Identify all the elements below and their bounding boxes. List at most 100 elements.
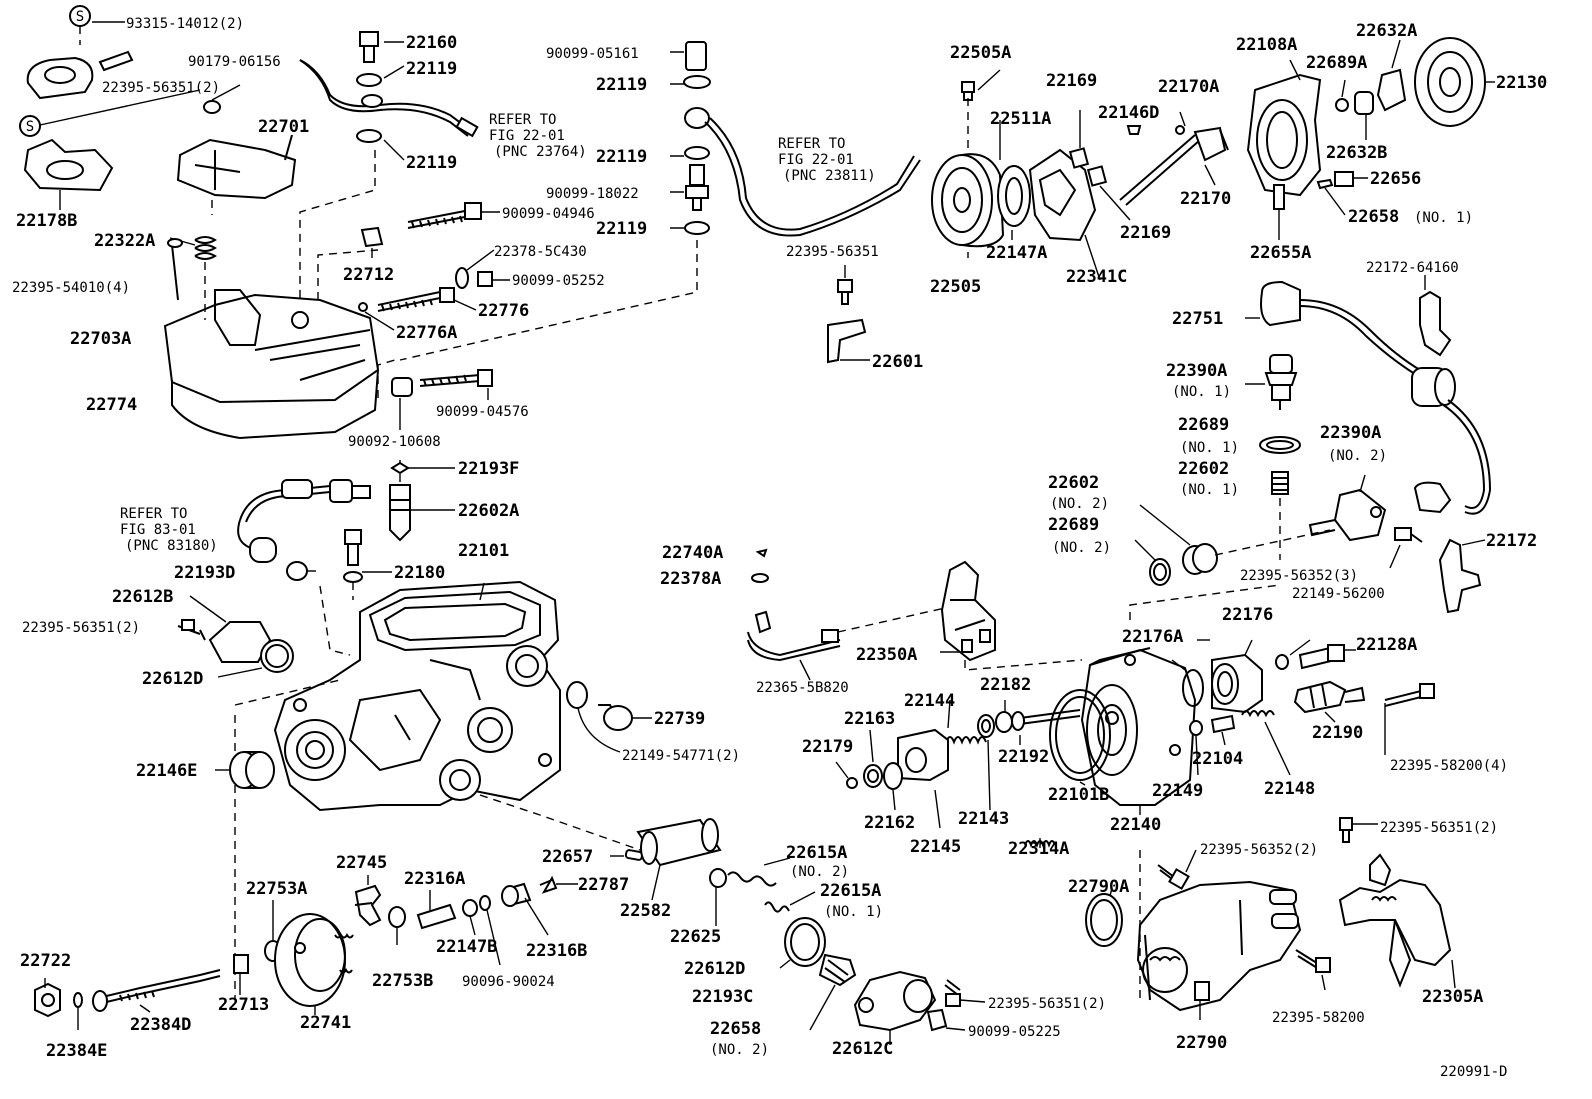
part-label: 22179 <box>802 737 853 757</box>
part-label: 22101 <box>458 541 509 561</box>
part-label: 22193D <box>174 563 235 583</box>
sensor-22390a-no1 <box>1245 354 1298 410</box>
part-label: 22615A <box>786 843 847 863</box>
part-label: 22169 <box>1046 71 1097 91</box>
valve-22739 <box>566 681 652 753</box>
drive-group <box>931 69 1229 281</box>
part-label: 22395-58200 <box>1272 1010 1365 1026</box>
part-label: 22170A <box>1158 77 1219 97</box>
part-label: 22701 <box>258 117 309 137</box>
part-label: 22658 <box>1348 207 1399 227</box>
part-label: 22384E <box>46 1041 107 1061</box>
part-label: 22130 <box>1496 73 1547 93</box>
part-label: 22316A <box>404 869 465 889</box>
part-label: 22192 <box>998 747 1049 767</box>
part-label: 22703A <box>70 329 131 349</box>
part-label: 22365-5B820 <box>756 680 849 696</box>
internals <box>835 699 1056 848</box>
part-label: 90099-04576 <box>436 404 529 420</box>
part-label: 22505 <box>930 277 981 297</box>
part-label: (NO. 1) <box>1172 384 1231 400</box>
ref-fig-22-01-b: REFER TO FIG 22-01 (PNC 23811) <box>778 136 876 184</box>
plunger-22192 <box>1011 709 1081 745</box>
part-label: 22776A <box>396 323 457 343</box>
ref-line: REFER TO <box>489 112 556 128</box>
part-label: 22176 <box>1222 605 1273 625</box>
symbol-s-1: S <box>76 9 84 25</box>
part-label: 22776 <box>478 301 529 321</box>
part-label: 90099-04946 <box>502 206 595 222</box>
part-label: 22119 <box>596 219 647 239</box>
part-label: 22753B <box>372 971 433 991</box>
bottom-left-group <box>34 875 578 1030</box>
pump-housing-22101 <box>234 580 641 1000</box>
bracket-22172 <box>1438 538 1486 614</box>
part-label: (NO. 1) <box>1180 482 1239 498</box>
part-label: 22774 <box>86 395 137 415</box>
part-label: 22625 <box>670 927 721 947</box>
part-label: 22378-5C430 <box>494 244 587 260</box>
part-label: 22182 <box>980 675 1031 695</box>
part-label: 22658 <box>710 1019 761 1039</box>
valve-22390a-no2 <box>1259 436 1452 569</box>
part-label: 22395-56351(2) <box>22 620 140 636</box>
bolt-22160 <box>356 31 405 161</box>
seat-22602-no2 <box>1134 504 1331 586</box>
part-label: 22395-58200(4) <box>1390 758 1508 774</box>
part-label: 22147A <box>986 243 1047 263</box>
part-label: 22148 <box>1264 779 1315 799</box>
bolt-22395-58200-4 <box>1384 683 1435 755</box>
part-label: 22149-54771(2) <box>622 748 740 764</box>
part-label: 22119 <box>596 75 647 95</box>
part-label: 90099-05161 <box>546 46 639 62</box>
part-label: 22615A <box>820 881 881 901</box>
part-label: 22395-56351(2) <box>1380 820 1498 836</box>
part-label: 22169 <box>1120 223 1171 243</box>
bracket-22601 <box>827 265 870 364</box>
part-label: (NO. 2) <box>710 1042 769 1058</box>
sensor-22365 <box>747 548 946 681</box>
connector-22602a <box>389 461 455 542</box>
part-label: 22140 <box>1110 815 1161 835</box>
part-label: 22602 <box>1178 459 1229 479</box>
coupling-group <box>1246 37 1495 240</box>
part-label: 22147B <box>436 937 497 957</box>
part-label: 22689 <box>1178 415 1229 435</box>
part-label: 22178B <box>16 211 77 231</box>
bottom-right-assembly <box>1085 817 1456 1020</box>
part-label: 22395-54010(4) <box>12 280 130 296</box>
part-label: 22790 <box>1176 1033 1227 1053</box>
part-label: 22314A <box>1008 839 1069 859</box>
part-label: 90092-10608 <box>348 434 441 450</box>
diagram-id: 220991-D <box>1440 1064 1507 1080</box>
part-label: 22689A <box>1306 53 1367 73</box>
solenoid-22751 <box>1245 275 1492 515</box>
part-label: 22505A <box>950 43 1011 63</box>
part-label: (NO. 2) <box>1328 448 1387 464</box>
part-label: 22322A <box>94 231 155 251</box>
part-label: 22612D <box>684 959 745 979</box>
part-label: 22128A <box>1356 635 1417 655</box>
part-label: 22193C <box>692 987 753 1007</box>
part-label: 22350A <box>856 645 917 665</box>
fitting-22190 <box>1293 680 1366 723</box>
part-label: 22172 <box>1486 531 1537 551</box>
part-label: 22787 <box>578 875 629 895</box>
part-label: 22657 <box>542 847 593 867</box>
symbol-s-2: S <box>26 119 34 135</box>
part-label: 22612B <box>112 587 173 607</box>
part-label: (NO. 1) <box>824 904 883 920</box>
part-label: 22176A <box>1122 627 1183 647</box>
pipe-90179 <box>299 59 479 300</box>
part-label: (NO. 2) <box>1052 540 1111 556</box>
part-label: 22395-56352(3) <box>1240 568 1358 584</box>
part-label: 22108A <box>1236 35 1297 55</box>
overflow-group <box>399 41 921 361</box>
part-label: 93315-14012(2) <box>126 16 244 32</box>
ref-line: REFER TO <box>120 506 187 522</box>
spring-22176 <box>1171 639 1356 776</box>
part-label: 22601 <box>872 352 923 372</box>
part-label: 22395-56352(2) <box>1200 842 1318 858</box>
part-label: 22751 <box>1172 309 1223 329</box>
